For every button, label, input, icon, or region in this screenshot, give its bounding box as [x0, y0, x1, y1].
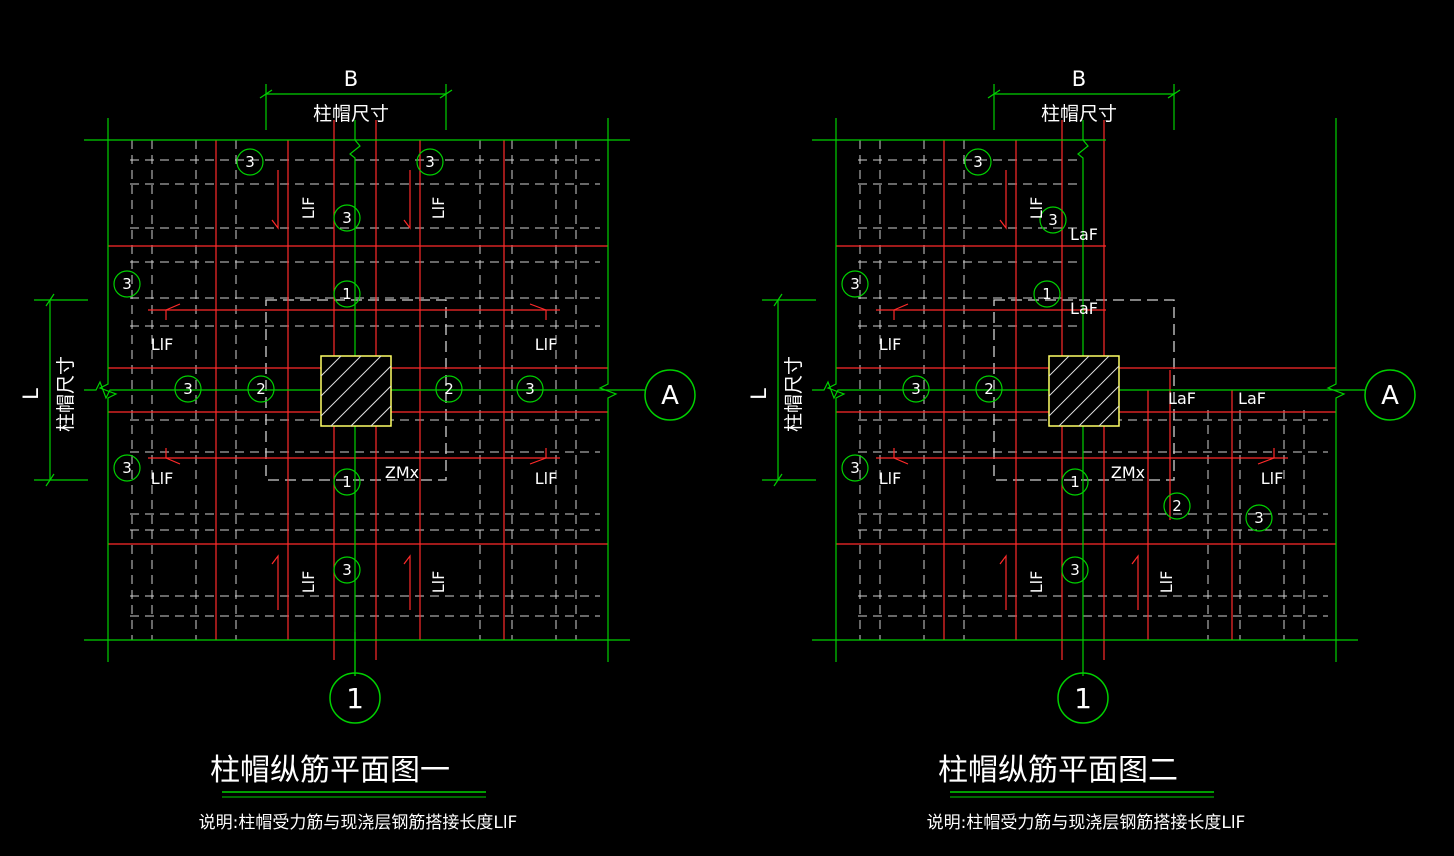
drawing-two-marker-labels: 3 3 1 3 3 2 3 1 2 3 3 [850, 153, 1264, 579]
drawing-one-label-top-right: LlF [429, 197, 448, 220]
drawing-one-label-right-upper: LlF [535, 335, 558, 354]
drawing-two-note: 说明:柱帽受力筋与现浇层钢筋搭接长度LlF [927, 813, 1246, 833]
drawing-one-axis-1-label: 1 [346, 682, 364, 715]
drawing-two-hidden-grid [858, 140, 1328, 640]
drawing-one-dimension-b-lines [259, 84, 453, 130]
drawing-one-label-left-upper: LlF [151, 335, 174, 354]
drawing-one-label-top-left: LlF [299, 197, 318, 220]
drawing-one-marker-3-bottom: 3 [342, 561, 352, 579]
drawing-one-marker-3-left-low: 3 [122, 459, 132, 477]
drawing-one-marker-3-top-left: 3 [245, 153, 255, 171]
drawing-two-label-right-lower: LlF [1261, 469, 1284, 488]
drawing-one-marker-labels: 3 3 3 1 3 3 2 2 3 3 1 3 [122, 153, 535, 579]
drawing-one-axis-a-bubble [644, 369, 696, 421]
drawing-two-label-top-right: LaF [1070, 225, 1098, 244]
drawing-two-label-top-left: LlF [1027, 197, 1046, 220]
drawing-one-marker-2-right: 2 [444, 380, 454, 398]
drawing-one-marker-3-right-mid: 3 [525, 380, 535, 398]
drawing-one-label-left-lower: LlF [151, 469, 174, 488]
drawing-two-rebar [836, 120, 1336, 660]
drawing-one-marker-1-bottom: 1 [342, 473, 352, 491]
drawing-one-marker-3-top: 3 [342, 209, 352, 227]
drawing-one-zone-label: ZMx [385, 463, 419, 482]
drawing-one-note: 说明:柱帽受力筋与现浇层钢筋搭接长度LlF [199, 813, 518, 833]
drawing-two-dimension-b-symbol: B [1072, 67, 1086, 91]
drawing-two-dimension-b-caption: 柱帽尺寸 [1041, 103, 1117, 125]
drawing-one-axis-1-bubble [329, 672, 381, 724]
drawing-one-column-hatch [320, 355, 392, 427]
drawing-two-grid [812, 118, 1366, 676]
drawing-two: B 柱帽尺寸 L 柱帽尺寸 A 1 ZMx LlF LaF LaF LlF Ll… [747, 67, 1416, 833]
drawing-one-dimension-b-symbol: B [344, 67, 358, 91]
drawing-two-marker-3-left-low: 3 [850, 459, 860, 477]
drawing-one-marker-3-left-up: 3 [122, 275, 132, 293]
drawing-one-column [320, 355, 392, 427]
drawing-two-marker-2-right: 2 [1172, 497, 1182, 515]
drawing-two-dimension-l-lines [762, 293, 816, 487]
drawing-one-hidden-grid [130, 140, 600, 640]
drawing-two-label-right-laf-1: LaF [1168, 389, 1196, 408]
drawing-two-label-left-lower: LlF [879, 469, 902, 488]
drawing-two-marker-3-bottom: 3 [1070, 561, 1080, 579]
drawing-two-label-bottom-right: LlF [1157, 571, 1176, 594]
drawing-one-dimension-b-caption: 柱帽尺寸 [313, 103, 389, 125]
drawing-one-label-bottom-right: LlF [429, 571, 448, 594]
drawing-two-label-top-right-2: LaF [1070, 299, 1098, 318]
drawing-two-axis-1-bubble [1057, 672, 1109, 724]
drawing-two-title: 柱帽纵筋平面图二 [938, 753, 1178, 788]
drawing-one-marker-3-left-mid: 3 [183, 380, 193, 398]
drawing-one-label-bottom-left: LlF [299, 571, 318, 594]
drawing-two-label-right-laf-2: LaF [1238, 389, 1266, 408]
drawing-two-dimension-b-lines [987, 84, 1181, 130]
drawing-two-column [1048, 355, 1120, 427]
drawing-two-linework [762, 84, 1416, 798]
drawing-one-marker-circles [113, 148, 544, 584]
drawing-two-marker-circles [841, 148, 1273, 584]
drawing-two-marker-3-left-mid: 3 [911, 380, 921, 398]
drawing-two-label-left-upper: LlF [879, 335, 902, 354]
drawing-two-label-bottom-left: LlF [1027, 571, 1046, 594]
drawing-one-marker-2-left: 2 [256, 380, 266, 398]
drawing-one-dimension-l-lines [34, 293, 88, 487]
drawing-one-linework [34, 84, 696, 798]
drawing-one: B 柱帽尺寸 L 柱帽尺寸 A 1 ZMx LlF LlF LlF LlF Ll… [19, 67, 696, 833]
drawing-two-marker-1-bottom: 1 [1070, 473, 1080, 491]
drawing-two-column-hatch [1048, 355, 1120, 427]
drawing-two-marker-3-left-up: 3 [850, 275, 860, 293]
drawing-two-axis-1-label: 1 [1074, 682, 1092, 715]
drawing-one-title: 柱帽纵筋平面图一 [210, 753, 450, 788]
drawing-one-marker-3-top-right: 3 [425, 153, 435, 171]
drawing-two-marker-2-left: 2 [984, 380, 994, 398]
drawing-two-axis-a-label: A [1381, 381, 1399, 411]
drawing-one-dimension-l-symbol: L [19, 388, 43, 400]
drawing-one-dimension-l-caption: 柱帽尺寸 [55, 356, 77, 432]
drawing-two-zone-label: ZMx [1111, 463, 1145, 482]
drawing-two-marker-3-top-left: 3 [973, 153, 983, 171]
drawing-two-marker-1-top: 1 [1042, 285, 1052, 303]
drawing-one-label-right-lower: LlF [535, 469, 558, 488]
drawing-two-dimension-l-symbol: L [747, 388, 771, 400]
drawing-two-dimension-l-caption: 柱帽尺寸 [783, 356, 805, 432]
drawing-one-grid [84, 118, 646, 676]
drawing-two-axis-a-bubble [1364, 369, 1416, 421]
drawing-two-marker-3-top: 3 [1048, 211, 1058, 229]
drawing-one-marker-1-top: 1 [342, 285, 352, 303]
drawing-two-marker-3-right: 3 [1254, 509, 1264, 527]
drawing-one-axis-a-label: A [661, 381, 679, 411]
